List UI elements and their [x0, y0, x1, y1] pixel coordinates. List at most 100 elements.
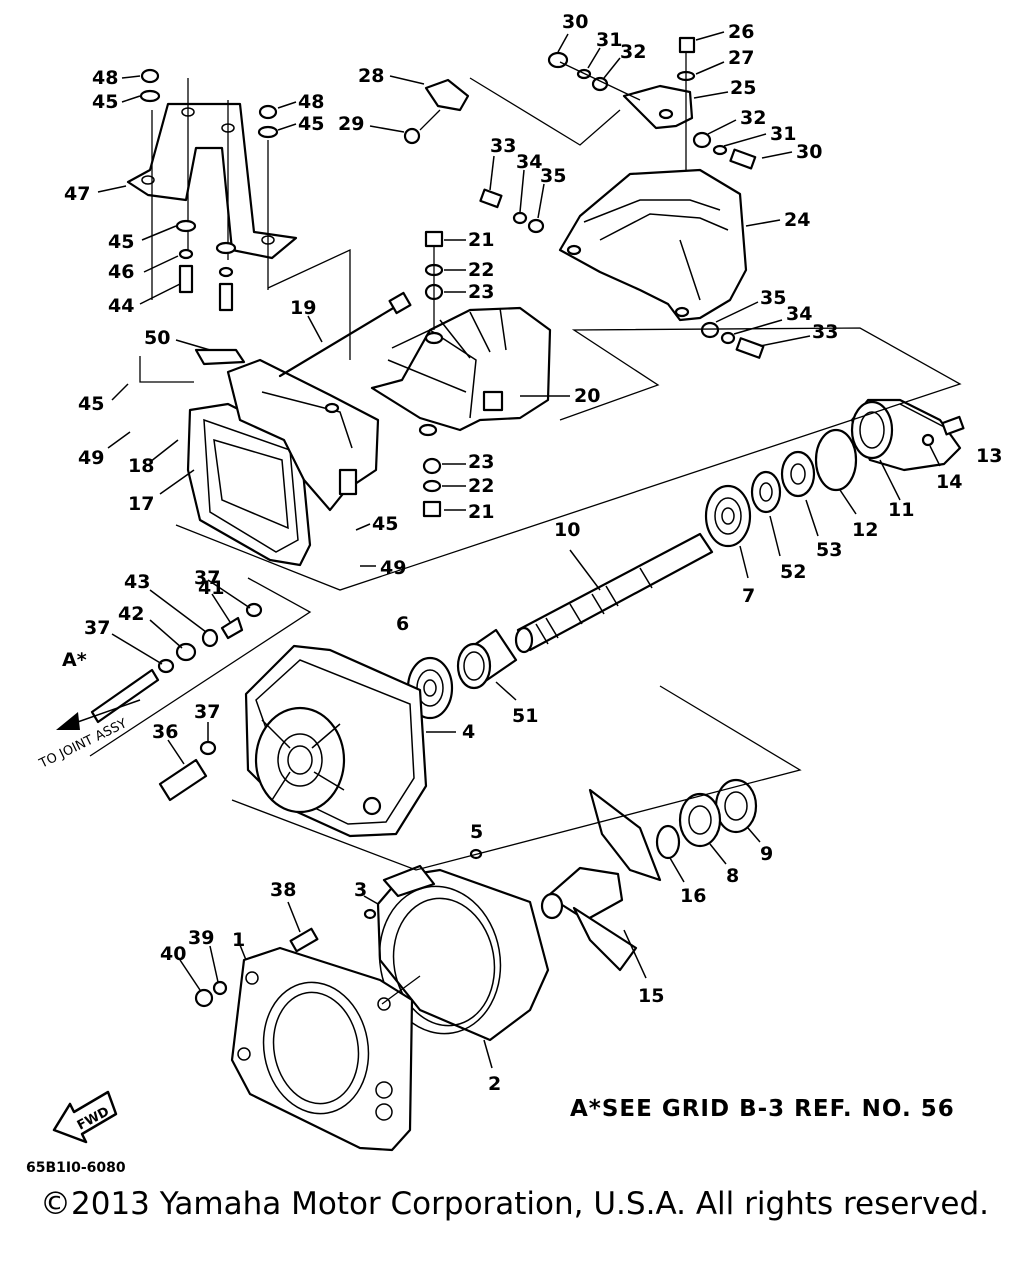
- callout-23b: 23: [468, 451, 494, 473]
- callout-53: 53: [816, 539, 842, 561]
- callout-21b: 21: [468, 501, 494, 523]
- callout-20: 20: [574, 385, 600, 407]
- callout-19: 19: [290, 297, 316, 319]
- deflector-part-24: [558, 168, 748, 322]
- callout-37b: 37: [194, 567, 220, 589]
- callout-1: 1: [232, 929, 245, 951]
- callout-51: 51: [512, 705, 538, 727]
- engine-bracket-part-47: [126, 78, 298, 300]
- callout-14: 14: [936, 471, 962, 493]
- callout-7: 7: [742, 585, 755, 607]
- bushing-part-53: [750, 450, 816, 514]
- callout-10: 10: [554, 519, 580, 541]
- callout-13: 13: [976, 445, 1002, 467]
- callout-49b: 49: [380, 557, 406, 579]
- impeller-housing-part-4: [244, 644, 428, 838]
- callout-33a: 33: [490, 135, 516, 157]
- callout-3: 3: [354, 879, 367, 901]
- callout-44: 44: [108, 295, 134, 317]
- steering-bracket-part-25: [547, 36, 757, 190]
- bearing-part-7: [704, 484, 752, 548]
- callout-43: 43: [124, 571, 150, 593]
- callout-45b: 45: [298, 113, 324, 135]
- callout-45a: 45: [92, 91, 118, 113]
- impeller-part-15: [540, 788, 662, 972]
- callout-31a: 31: [596, 29, 622, 51]
- hardware-21-22-23: [422, 230, 444, 518]
- callout-22b: 22: [468, 475, 494, 497]
- callout-25: 25: [730, 77, 756, 99]
- callout-22a: 22: [468, 259, 494, 281]
- bearing-part-8: [678, 792, 722, 848]
- callout-34b: 34: [786, 303, 812, 325]
- assembly-guide-lines: [89, 77, 962, 1005]
- joint-hardware: [90, 602, 263, 802]
- callout-42: 42: [118, 603, 144, 625]
- copyright-notice: ©2013 Yamaha Motor Corporation, U.S.A. A…: [40, 1186, 989, 1222]
- callout-48a: 48: [92, 67, 118, 89]
- callout-17: 17: [128, 493, 154, 515]
- callout-21a: 21: [468, 229, 494, 251]
- callout-9: 9: [760, 843, 773, 865]
- fwd-arrow-icon: FWD: [52, 1090, 118, 1144]
- callout-46: 46: [108, 261, 134, 283]
- callout-37a: 37: [84, 617, 110, 639]
- callout-26: 26: [728, 21, 754, 43]
- bearing-part-9: [714, 778, 758, 834]
- callout-45e: 45: [372, 513, 398, 535]
- callout-5: 5: [470, 821, 483, 843]
- callout-47: 47: [64, 183, 90, 205]
- callout-6: 6: [396, 613, 409, 635]
- sleeve-part-51: [456, 628, 518, 690]
- callout-45d: 45: [78, 393, 104, 415]
- callout-11: 11: [888, 499, 914, 521]
- callout-18: 18: [128, 455, 154, 477]
- to-joint-arrow-icon: [56, 699, 141, 730]
- callout-37c: 37: [194, 701, 220, 723]
- callout-2: 2: [488, 1073, 501, 1095]
- callout-41: 41: [198, 577, 224, 599]
- hardware-33-34-35: [479, 188, 765, 359]
- callout-33b: 33: [812, 321, 838, 343]
- hardware-38-39-40: [194, 927, 319, 1008]
- callout-4: 4: [462, 721, 475, 743]
- drawing-code: 65B1I0-6080: [26, 1160, 126, 1176]
- callout-34a: 34: [516, 151, 542, 173]
- callout-49a: 49: [78, 447, 104, 469]
- callout-48b: 48: [298, 91, 324, 113]
- callout-40: 40: [160, 943, 186, 965]
- callout-29: 29: [338, 113, 364, 135]
- callout-30a: 30: [562, 11, 588, 33]
- callout-12: 12: [852, 519, 878, 541]
- intake-housing-part-17: [186, 348, 380, 567]
- callout-24: 24: [784, 209, 810, 231]
- callout-45c: 45: [108, 231, 134, 253]
- callout-35a: 35: [540, 165, 566, 187]
- callout-28: 28: [358, 65, 384, 87]
- callout-32a: 32: [620, 41, 646, 63]
- callout-30b: 30: [796, 141, 822, 163]
- callout-50: 50: [144, 327, 170, 349]
- callout-31b: 31: [770, 123, 796, 145]
- callout-23a: 23: [468, 281, 494, 303]
- callout-16: 16: [680, 885, 706, 907]
- nozzle-housing-part-2: [363, 848, 550, 1042]
- callout-38: 38: [270, 879, 296, 901]
- callout-8: 8: [726, 865, 739, 887]
- to-joint-assy-label: TO JOINT ASSY: [36, 716, 129, 772]
- callout-39: 39: [188, 927, 214, 949]
- drive-shaft-part-10: [514, 532, 714, 654]
- nozzle-plate-part-1: [230, 946, 414, 1152]
- hardware-nuts-washers: [139, 68, 279, 312]
- long-bolt-part-19: [278, 291, 412, 378]
- callout-52: 52: [780, 561, 806, 583]
- a-star-marker: A*: [62, 649, 87, 671]
- callout-36: 36: [152, 721, 178, 743]
- bracket-part-28: [403, 78, 470, 145]
- cover-part-20: [370, 306, 552, 437]
- washer-part-16: [655, 824, 681, 860]
- callout-labels: 1 2 3 4 5 6 7 8 9 10 11 12 13 14 15 16 1…: [64, 11, 1002, 1095]
- callout-35b: 35: [760, 287, 786, 309]
- callout-27: 27: [728, 47, 754, 69]
